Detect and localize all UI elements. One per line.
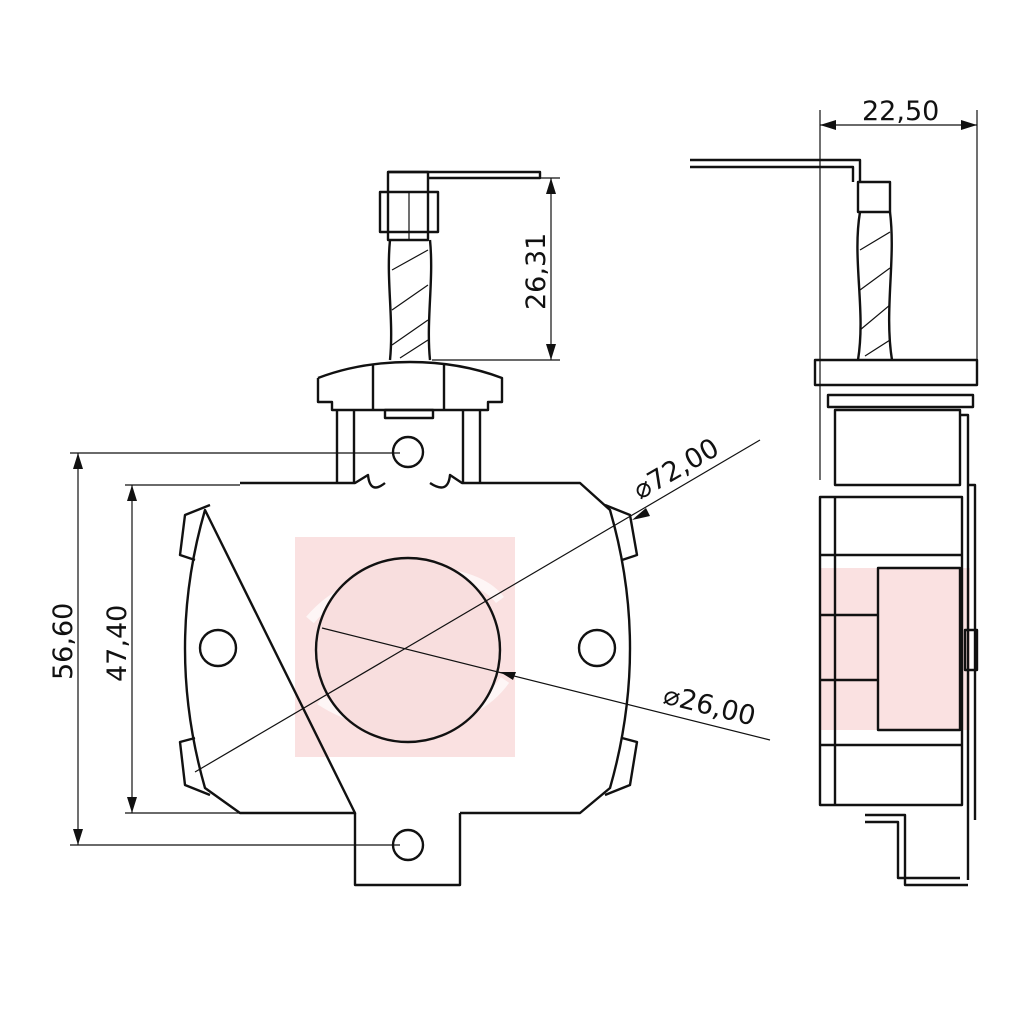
dim-side-width: 22,50 [862,96,939,127]
side-spring-plate [960,413,977,880]
dim-body-height: 47,40 [102,605,133,682]
side-twisted-lead [856,211,894,361]
mounting-hole-right [577,628,617,668]
main-body [183,473,632,815]
side-view [690,158,979,887]
bottom-tab [353,813,462,887]
terminal-lug [386,170,430,242]
dim-lead-length: 26,31 [521,233,552,310]
side-terminal-blade [690,158,862,182]
top-cap [316,360,504,412]
dim-overall-height: 56,60 [48,603,79,680]
dimension-lines [70,110,978,846]
front-view [178,170,639,887]
mounting-hole-left [198,628,238,668]
side-plate [813,358,979,387]
twisted-lead [387,239,433,361]
watermark-logo-side [820,568,970,730]
bottom-bracket [865,813,968,887]
side-tabs [178,503,639,797]
brush-box [335,410,482,483]
mounting-hole-top [391,435,425,469]
